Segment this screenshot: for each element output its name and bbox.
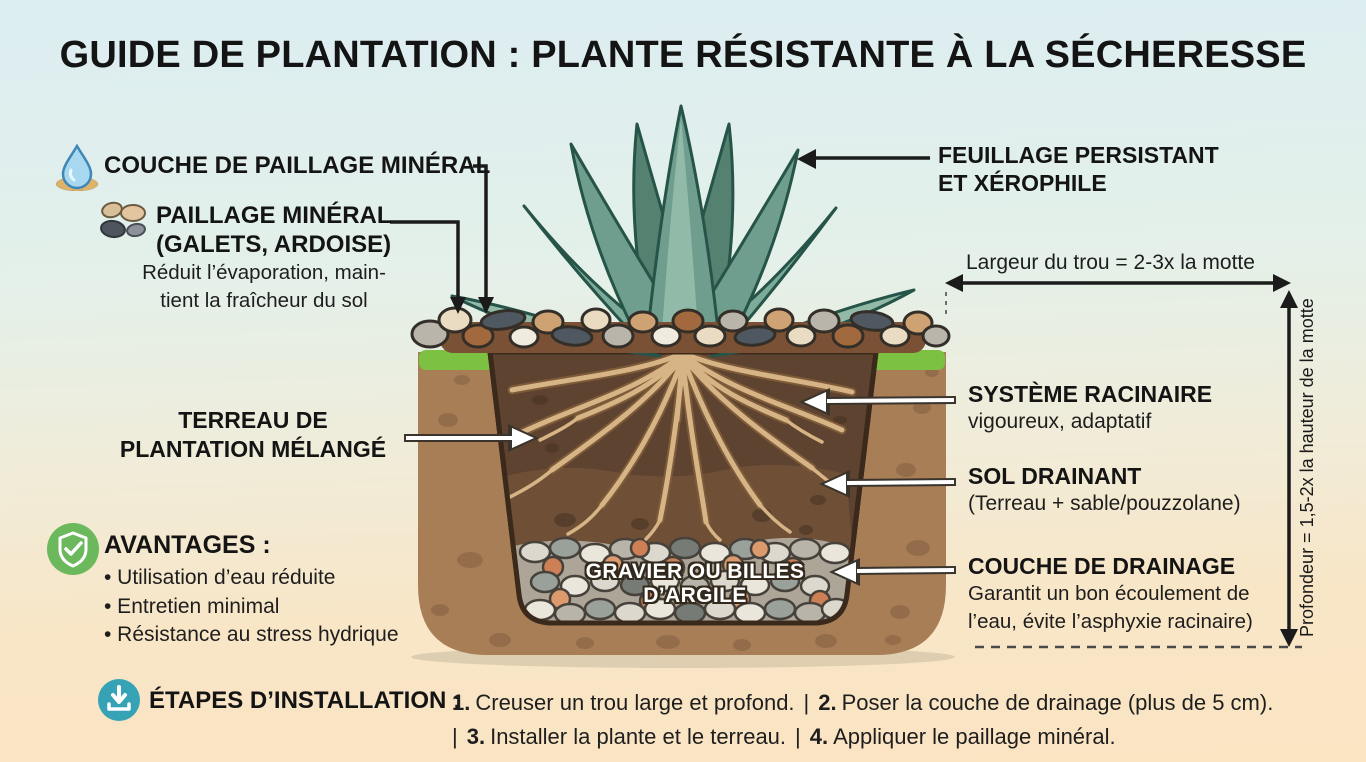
gravel-layer [500, 536, 860, 623]
gravel-label: GRAVIER OU BILLES D’ARGILE [585, 560, 805, 607]
mulch-sub: (GALETS, ARDOISE) [156, 231, 392, 258]
step-number: 3. [466, 723, 486, 749]
drainage-layer-label: COUCHE DE DRAINAGE Garantit un bon écoul… [968, 553, 1253, 633]
mulch-label: PAILLAGE MINÉRAL (GALETS, ARDOISE) [156, 201, 392, 259]
mulch-pebbles [410, 306, 951, 353]
step-separator: | [452, 723, 458, 749]
step-separator: | [795, 723, 801, 749]
steps-line-1: 1.Creuser un trou large et profond. | 2.Po… [452, 686, 1332, 720]
soil-mix-label: TERREAU DE PLANTATION MÉLANGÉ [119, 407, 387, 462]
step-separator: | [803, 690, 810, 715]
steps-line-2: | 3.Installer la plante et le terreau. | 4.… [452, 720, 1332, 754]
mulch-layer-label: COUCHE DE PAILLAGE MINÉRAL [104, 152, 491, 179]
step-text: Poser la couche de drainage (plus de 5 c… [841, 690, 1274, 715]
hole-depth-note: Profondeur = 1,5-2x la hauteur de la mot… [1297, 298, 1317, 638]
step-text: Appliquer le paillage minéral. [833, 723, 1116, 749]
step-number: 1. [452, 690, 471, 715]
grass-right [868, 350, 945, 370]
mulch-description: Réduit l’évaporation, main- tient la fra… [142, 261, 386, 312]
advantage-item: • Entretien minimal [104, 594, 280, 618]
water-drop-icon [54, 142, 100, 192]
hole-width-note: Largeur du trou = 2-3x la motte [966, 251, 1255, 274]
advantages-list: • Utilisation d’eau réduite • Entretien … [104, 564, 399, 650]
root-system-label: SYSTÈME RACINAIRE vigoureux, adaptatif [968, 381, 1213, 433]
advantage-item: • Résistance au stress hydrique [104, 623, 399, 646]
draining-soil-label: SOL DRAINANT (Terreau + sable/pouzzolane… [968, 463, 1241, 515]
installation-steps-text: 1.Creuser un trou large et profond.|2.Po… [452, 686, 1332, 753]
advantage-item: • Utilisation d’eau réduite [104, 566, 336, 589]
step-text: Installer la plante et le terreau. [490, 723, 787, 749]
steps-title: ÉTAPES D’INSTALLATION : [149, 687, 461, 714]
annotation-arrows [390, 156, 1302, 649]
pebbles-icon [98, 200, 152, 244]
shield-check-icon [46, 522, 100, 576]
foliage-label: FEUILLAGE PERSISTANT ET XÉROPHILE [938, 142, 1219, 196]
root-system [506, 350, 852, 542]
arrowheads [450, 149, 1298, 647]
step-number: 4. [809, 723, 829, 749]
grass-left [419, 350, 497, 370]
page-title: GUIDE DE PLANTATION : PLANTE RÉSISTANTE … [59, 34, 1307, 76]
soil-texture [431, 367, 939, 651]
mulch-title: PAILLAGE MINÉRAL [156, 202, 392, 229]
soil-cross-section [418, 349, 946, 655]
step-number: 2. [818, 690, 837, 715]
advantages-title: AVANTAGES : [104, 531, 271, 559]
download-icon [97, 678, 141, 722]
white-arrows [404, 388, 957, 586]
step-text: Creuser un trou large et profond. [475, 690, 795, 715]
